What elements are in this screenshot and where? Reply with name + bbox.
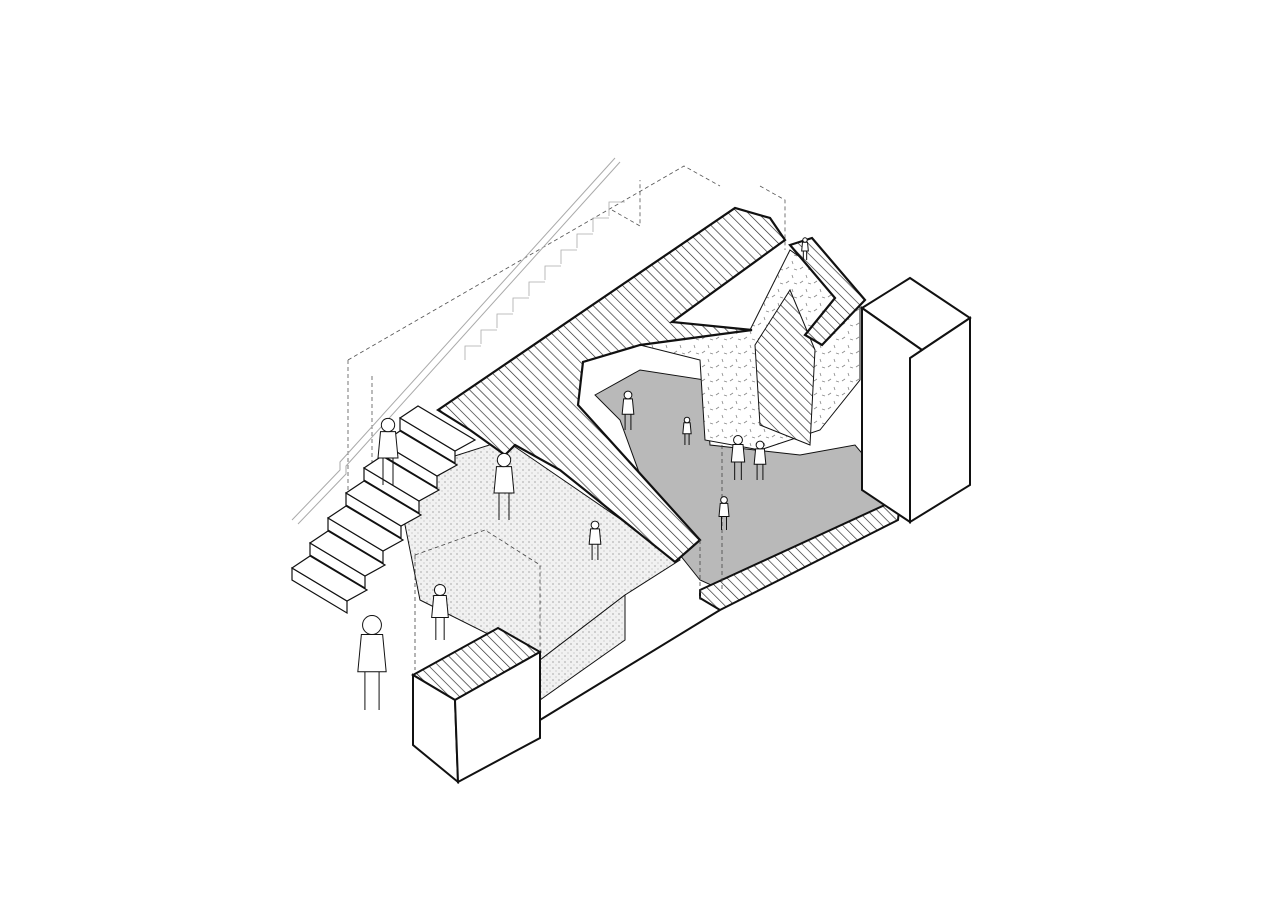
ghost-step [576, 233, 593, 248]
person-body [431, 595, 449, 640]
person-head [802, 237, 808, 243]
person-head [590, 520, 600, 530]
ghost-step [496, 313, 513, 328]
ghost-step [608, 201, 625, 216]
stair-tread [398, 405, 477, 452]
roof-peak [788, 236, 867, 347]
person-head [720, 496, 728, 504]
person-body [493, 466, 515, 520]
person-head [733, 435, 743, 445]
base-outline [539, 609, 721, 721]
ghost-stair-steps [464, 201, 625, 360]
ghost-step [544, 265, 561, 280]
people [357, 237, 809, 710]
stair-tread [308, 530, 387, 577]
ghost-step [592, 217, 609, 232]
person-head [433, 583, 447, 597]
person-head [362, 615, 382, 635]
person-head [623, 390, 633, 400]
ghost-step [512, 297, 529, 312]
person-head [496, 452, 512, 468]
person-body [357, 633, 387, 710]
low-box [410, 626, 543, 785]
inner-stair [754, 288, 816, 446]
ghost-step [464, 345, 481, 360]
stair-tread [344, 480, 423, 527]
stair-tread [290, 555, 369, 602]
handrail [291, 157, 621, 525]
ghost-step [560, 249, 577, 264]
person-head [380, 417, 396, 433]
person-head [755, 440, 765, 450]
hatched-slab [435, 206, 787, 564]
left-stairs [290, 405, 477, 615]
ghost-step [528, 281, 545, 296]
stair-tread [326, 505, 405, 552]
ghost-step [480, 329, 497, 344]
tall-box [860, 276, 972, 524]
person-head [683, 416, 691, 424]
